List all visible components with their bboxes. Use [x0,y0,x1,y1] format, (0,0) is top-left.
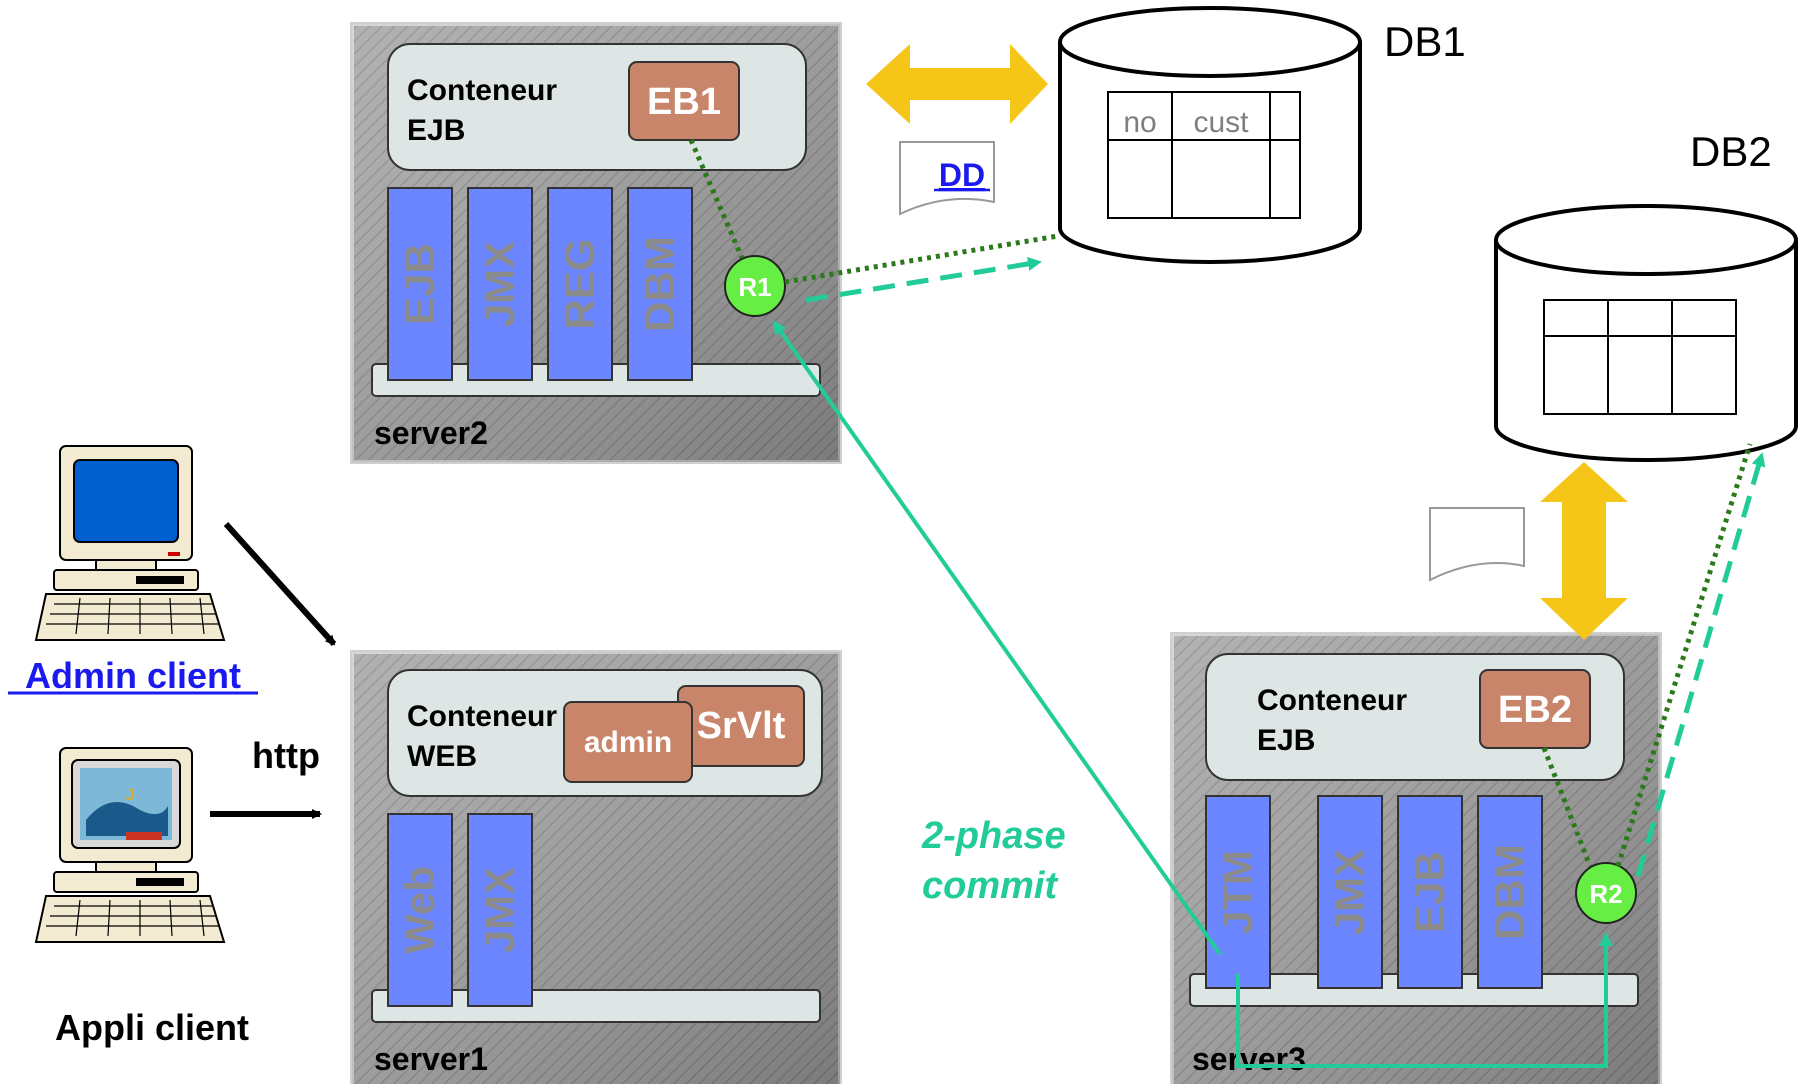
svg-text:JMX: JMX [1326,849,1373,935]
db2-table [1543,299,1737,415]
server3-box: Conteneur EJB EB2 JTM JMX EJB DBM server… [1170,632,1662,1084]
module-reg[interactable]: REG [547,187,613,381]
server-name: server3 [1192,1041,1306,1077]
svg-text:DBM: DBM [636,236,683,332]
computer-jonas-icon[interactable]: J [34,747,226,943]
module-jmx[interactable]: JMX [467,813,533,1007]
svg-text:JMX: JMX [476,867,523,953]
appli-client-label: Appli client [55,1007,249,1048]
db1-col-no: no [1123,106,1156,139]
db2-label: DB2 [1690,128,1772,175]
resource-r1[interactable]: R1 [724,255,786,317]
servlet-label: SrVlt [697,705,786,747]
commit-label-2: commit [922,865,1058,907]
module-dbm[interactable]: DBM [1477,795,1543,989]
svg-text:JTM: JTM [1214,850,1261,934]
module-web[interactable]: Web [387,813,453,1007]
admin-client-link[interactable]: Admin client [25,655,241,696]
server-name: server1 [374,1041,488,1077]
container-label-1: Conteneur [407,700,557,733]
container-label-1: Conteneur [1257,684,1407,717]
resource-r1-label: R1 [738,272,771,302]
module-dbm[interactable]: DBM [627,187,693,381]
db2-document-icon [1429,507,1525,582]
dd-link: DD [939,157,985,193]
svg-text:J: J [126,787,135,804]
commit-label-1: 2-phase [921,815,1066,857]
db1-col-cust: cust [1193,106,1249,139]
module-jmx[interactable]: JMX [467,187,533,381]
server1-box: Conteneur WEB SrVlt admin Web JMX server… [350,650,842,1084]
two-phase-commit-arrows [772,320,1613,1068]
db2-cylinder[interactable] [1494,204,1798,462]
svg-text:EJB: EJB [396,243,443,325]
entity-bean[interactable] [628,61,740,141]
container-label-2: EJB [407,114,465,147]
entity-bean[interactable] [1479,669,1591,749]
server2-box: Conteneur EJB EB1 EJB JMX REG DBM server… [350,22,842,464]
admin-servlet-label: admin [584,726,672,759]
svg-text:DBM: DBM [1486,844,1533,940]
ejb-container [387,43,807,171]
container-label-2: EJB [1257,724,1315,757]
module-ejb[interactable]: EJB [387,187,453,381]
db1-table [1107,91,1301,219]
computer-icon[interactable] [34,445,226,641]
dotted-connections [688,139,1753,867]
resource-r2[interactable]: R2 [1575,862,1637,924]
db1-link-arrow [866,44,1048,124]
dashed-db-arrows [805,257,1766,877]
container-label-1: Conteneur [407,74,557,107]
entity-bean-label: EB1 [647,81,721,123]
module-jmx[interactable]: JMX [1317,795,1383,989]
entity-bean-label: EB2 [1498,689,1572,731]
http-label: http [252,735,320,776]
dd-document-icon[interactable]: DD [899,141,995,216]
db2-link-arrow [1540,462,1628,640]
svg-text:Web: Web [396,866,443,954]
admin-servlet-box[interactable] [563,701,693,783]
db1-cylinder[interactable]: no cust [1058,6,1362,264]
svg-text:REG: REG [556,238,603,329]
server-name: server2 [374,415,488,451]
db1-label: DB1 [1384,18,1466,65]
resource-r2-label: R2 [1589,879,1622,909]
module-ejb[interactable]: EJB [1397,795,1463,989]
container-label-2: WEB [407,740,477,773]
svg-text:JMX: JMX [476,241,523,327]
svg-text:EJB: EJB [1406,851,1453,933]
admin-arrow [223,521,337,647]
module-jtm[interactable]: JTM [1205,795,1271,989]
